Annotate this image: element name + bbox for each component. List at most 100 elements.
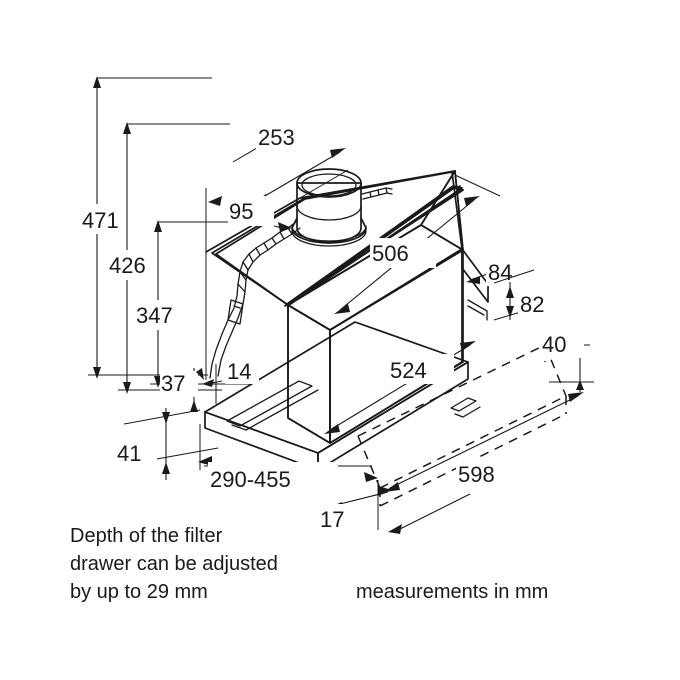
dim-17-arrow-right: [378, 486, 392, 496]
duct-inner-ellipse: [301, 173, 357, 197]
dim-14-text-bg: [225, 358, 259, 384]
dim-506-arrow-left: [334, 304, 350, 314]
dim-471-arrow-up: [93, 76, 101, 88]
dim-524-arrow-right: [460, 341, 476, 351]
dim-290-arrow-right: [364, 472, 378, 482]
dim-82-ext-top: [493, 269, 535, 284]
dim-14-arrow-left: [196, 368, 204, 380]
trim-lower-edge: [461, 267, 489, 303]
dim-426-label: 426: [109, 253, 146, 278]
duct-rib-1: [296, 205, 362, 221]
dashed-drawer-slot: [450, 397, 477, 412]
dim-426-arrow-down: [123, 382, 131, 394]
dim-40-label: 40: [542, 332, 566, 357]
dim-37-leader: [211, 380, 223, 384]
dim-14-label: 14: [227, 359, 251, 384]
dashed-drawer-slot-edge: [454, 406, 481, 418]
dim-17-lower-line: [397, 493, 471, 531]
dim-82-text-bg: [518, 290, 566, 318]
dimension-41: 41: [115, 408, 219, 480]
filter-drawer-group: [204, 321, 469, 471]
filter-note-line-3: by up to 29 mm: [70, 581, 208, 603]
dashed-top-front: [379, 395, 567, 489]
dim-84-arrow-left: [466, 276, 480, 284]
dim-471-arrow-down: [93, 367, 101, 379]
dimension-14: 14: [196, 188, 259, 404]
duct-cylinder-body: [296, 182, 362, 243]
cable-connector-block: [227, 299, 244, 325]
dim-41-text-bg: [115, 438, 157, 466]
filter-note-line-1: Depth of the filter: [70, 525, 223, 547]
dimension-347: 347: [133, 220, 258, 388]
notes-group: Depth of the filter drawer can be adjust…: [70, 525, 548, 603]
dimension-95: 95: [205, 188, 292, 252]
dimension-506: 506: [334, 174, 501, 314]
dim-506-ext-right: [454, 174, 501, 197]
duct-base-ellipse: [291, 230, 367, 247]
dim-95-text-bg: [228, 196, 274, 226]
duct-rib-2: [291, 225, 367, 242]
cable-outline: [217, 227, 301, 377]
duct-top-ellipse: [296, 168, 362, 198]
dim-41-arrow-up: [162, 412, 170, 424]
dim-253-ext-right: [299, 169, 349, 199]
dim-471-text-bg: [79, 204, 129, 234]
dim-524-label: 524: [390, 358, 427, 383]
trim-bracket: [467, 299, 488, 321]
cable-corrugations: [237, 227, 293, 293]
dim-506-text-bg: [370, 238, 436, 268]
dim-347-text-bg: [133, 300, 185, 330]
dim-347-arrow-up: [154, 220, 162, 232]
units-note: measurements in mm: [356, 581, 548, 603]
dim-82-label: 82: [520, 292, 544, 317]
dim-41-label: 41: [117, 441, 141, 466]
dim-598-label: 598: [458, 462, 495, 487]
dim-524-arrow-left: [324, 424, 340, 434]
dim-253-text-bg: [256, 122, 318, 152]
dim-95-arrow-left: [208, 196, 222, 206]
dimension-82: 82: [493, 269, 566, 321]
dim-37-arrow-diag: [202, 379, 214, 387]
dim-17-label: 17: [320, 507, 344, 532]
dim-471-label: 471: [82, 208, 119, 233]
dim-290-text-bg: [208, 462, 338, 492]
dimension-426: 426: [106, 122, 230, 394]
dim-40-text-bg: [540, 330, 584, 358]
dimension-524: 524: [324, 341, 476, 434]
dim-347-label: 347: [136, 303, 173, 328]
dimension-290-455: 290-455: [198, 424, 378, 492]
dim-598-line: [389, 395, 579, 489]
dim-253-arrow-right: [330, 148, 346, 158]
dim-41-ext-top: [123, 409, 201, 425]
dim-253-line: [257, 151, 341, 201]
dim-426-arrow-up: [123, 122, 131, 134]
dim-598-text-bg: [456, 458, 524, 488]
dimension-471: 471: [79, 76, 212, 379]
drawer-handle-edge: [231, 389, 319, 431]
trim-bracket-detail: [467, 305, 485, 316]
dim-95-leader: [273, 225, 283, 229]
dimension-37: 37: [160, 368, 223, 412]
cable-connector-detail: [233, 305, 241, 309]
dim-290-455-label: 290-455: [210, 467, 291, 492]
dimension-253: 253: [232, 122, 349, 204]
dim-17-arrow-lower: [388, 524, 402, 534]
dim-253-label: 253: [258, 125, 295, 150]
dim-37-label: 37: [161, 371, 185, 396]
dim-41-arrow-down: [162, 462, 170, 474]
trim-strip-group: [461, 248, 489, 321]
dim-40-arrow-down: [576, 380, 584, 390]
dimension-598: 598: [384, 392, 584, 492]
dim-426-text-bg: [106, 250, 158, 280]
dim-37-text-bg: [160, 371, 198, 397]
dim-506-arrow-right: [464, 196, 480, 206]
dim-82-arrow-down: [506, 306, 514, 318]
dim-82-arrow-up: [506, 286, 514, 298]
cable-harness-group: [209, 221, 301, 379]
duct-outlet-group: [291, 168, 367, 247]
dimension-40: 40: [540, 330, 594, 392]
dim-95-arrow-right: [278, 222, 292, 232]
drawer-handle-slot: [226, 380, 313, 427]
